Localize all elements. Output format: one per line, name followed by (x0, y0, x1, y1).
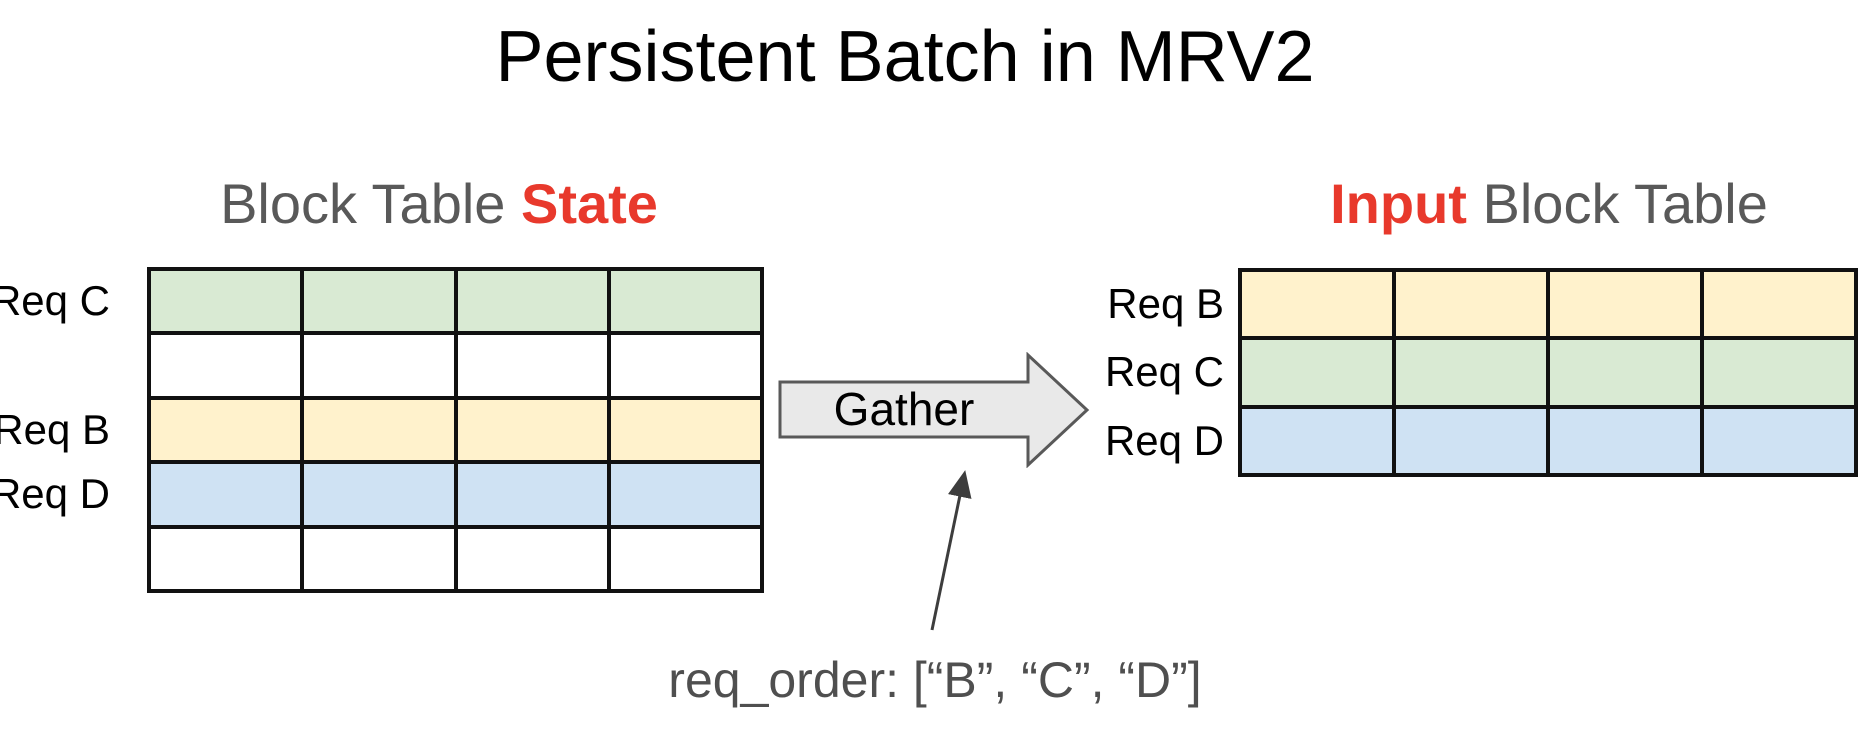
block-cell (455, 462, 609, 527)
block-cell (455, 526, 609, 592)
table-row: Req B (0, 397, 762, 463)
table-row: Req D (1105, 406, 1856, 475)
annotation-arrow-line (930, 470, 972, 631)
annotation-arrow (930, 470, 972, 631)
block-cell (302, 526, 456, 592)
block-cell (608, 269, 762, 334)
block-cell (1240, 270, 1394, 339)
input-block-table: Req B Req C Req D (1105, 268, 1858, 477)
block-cell (1240, 406, 1394, 475)
block-cell (608, 397, 762, 463)
row-label: Req D (0, 470, 110, 518)
block-cell (149, 397, 303, 463)
block-cell (608, 333, 762, 398)
block-cell (1702, 270, 1856, 339)
block-cell (149, 462, 303, 527)
block-cell (302, 269, 456, 334)
block-cell (455, 269, 609, 334)
block-cell (1240, 338, 1394, 407)
block-cell (302, 333, 456, 398)
block-cell (1548, 406, 1702, 475)
state-table-heading: Block Table State (139, 172, 739, 236)
row-label: Req B (1107, 280, 1224, 328)
input-heading-suffix: Block Table (1466, 172, 1768, 235)
table-row (149, 333, 762, 398)
block-cell (455, 333, 609, 398)
table-row: Req B (1107, 270, 1856, 339)
row-label: Req D (1104, 416, 1224, 464)
gather-arrow-shape (778, 352, 1090, 468)
state-heading-highlight: State (520, 172, 658, 235)
input-table-heading: Input Block Table (1249, 172, 1849, 236)
table-row: Req C (0, 269, 762, 334)
diagram-title: Persistent Batch in MRV2 (495, 17, 1315, 97)
block-cell (1548, 338, 1702, 407)
block-cell (302, 462, 456, 527)
gather-arrow (778, 352, 1090, 468)
row-label: Req B (0, 406, 110, 454)
block-table-state: Req C Req B Req D (0, 267, 764, 593)
block-cell (1702, 338, 1856, 407)
block-cell (1394, 338, 1548, 407)
block-cell (149, 269, 303, 334)
block-cell (1394, 270, 1548, 339)
block-cell (608, 526, 762, 592)
row-label: Req C (0, 277, 110, 325)
table-row: Req C (1105, 338, 1856, 407)
block-cell (455, 397, 609, 463)
state-heading-prefix: Block Table (220, 172, 521, 235)
block-cell (1702, 406, 1856, 475)
block-cell (608, 462, 762, 527)
block-cell (149, 333, 303, 398)
input-heading-highlight: Input (1330, 172, 1467, 235)
gather-arrow-label: Gather (833, 382, 975, 435)
block-cell (149, 526, 303, 592)
block-cell (302, 397, 456, 463)
row-label: Req C (1104, 348, 1224, 396)
block-cell (1548, 270, 1702, 339)
req-order-annotation: req_order: [“B”, “C”, “D”] (668, 652, 1202, 708)
table-row: Req D (0, 462, 762, 527)
block-cell (1394, 406, 1548, 475)
table-row (149, 526, 762, 592)
